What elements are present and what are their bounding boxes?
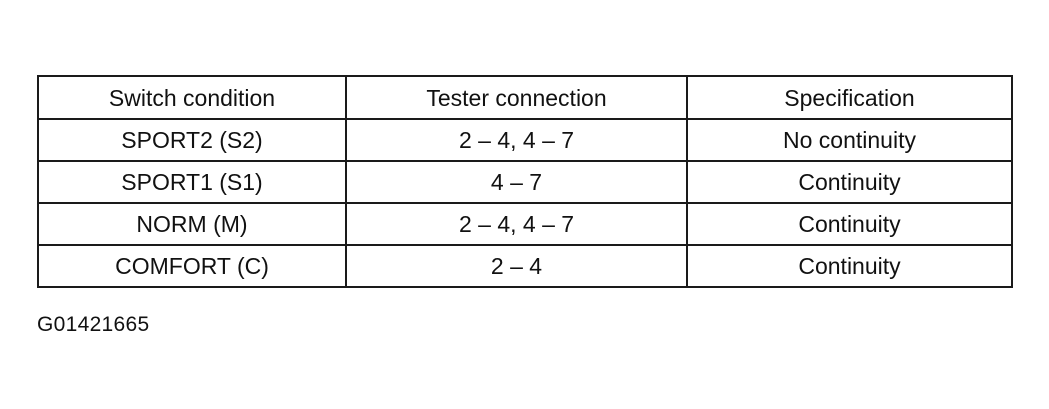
table-header: Switch condition Tester connection Speci… (37, 75, 1013, 120)
specification-cell: Continuity (686, 244, 1013, 288)
table-row: NORM (M) 2 – 4, 4 – 7 Continuity (37, 202, 1013, 246)
header-row: Switch condition Tester connection Speci… (37, 75, 1013, 120)
tester-connection-cell: 2 – 4 (345, 244, 688, 288)
figure-id: G01421665 (37, 313, 150, 336)
switch-condition-cell: SPORT2 (S2) (37, 118, 347, 162)
table-row: SPORT1 (S1) 4 – 7 Continuity (37, 160, 1013, 204)
tester-connection-cell: 2 – 4, 4 – 7 (345, 118, 688, 162)
switch-condition-cell: SPORT1 (S1) (37, 160, 347, 204)
specification-cell: Continuity (686, 160, 1013, 204)
specification-cell: No continuity (686, 118, 1013, 162)
table-body: SPORT2 (S2) 2 – 4, 4 – 7 No continuity S… (37, 118, 1013, 288)
switch-continuity-table: Switch condition Tester connection Speci… (37, 75, 1013, 288)
header-specification: Specification (686, 75, 1013, 120)
table-row: SPORT2 (S2) 2 – 4, 4 – 7 No continuity (37, 118, 1013, 162)
tester-connection-cell: 4 – 7 (345, 160, 688, 204)
switch-condition-cell: NORM (M) (37, 202, 347, 246)
switch-condition-cell: COMFORT (C) (37, 244, 347, 288)
header-switch-condition: Switch condition (37, 75, 347, 120)
header-tester-connection: Tester connection (345, 75, 688, 120)
tester-connection-cell: 2 – 4, 4 – 7 (345, 202, 688, 246)
table-row: COMFORT (C) 2 – 4 Continuity (37, 244, 1013, 288)
specification-cell: Continuity (686, 202, 1013, 246)
